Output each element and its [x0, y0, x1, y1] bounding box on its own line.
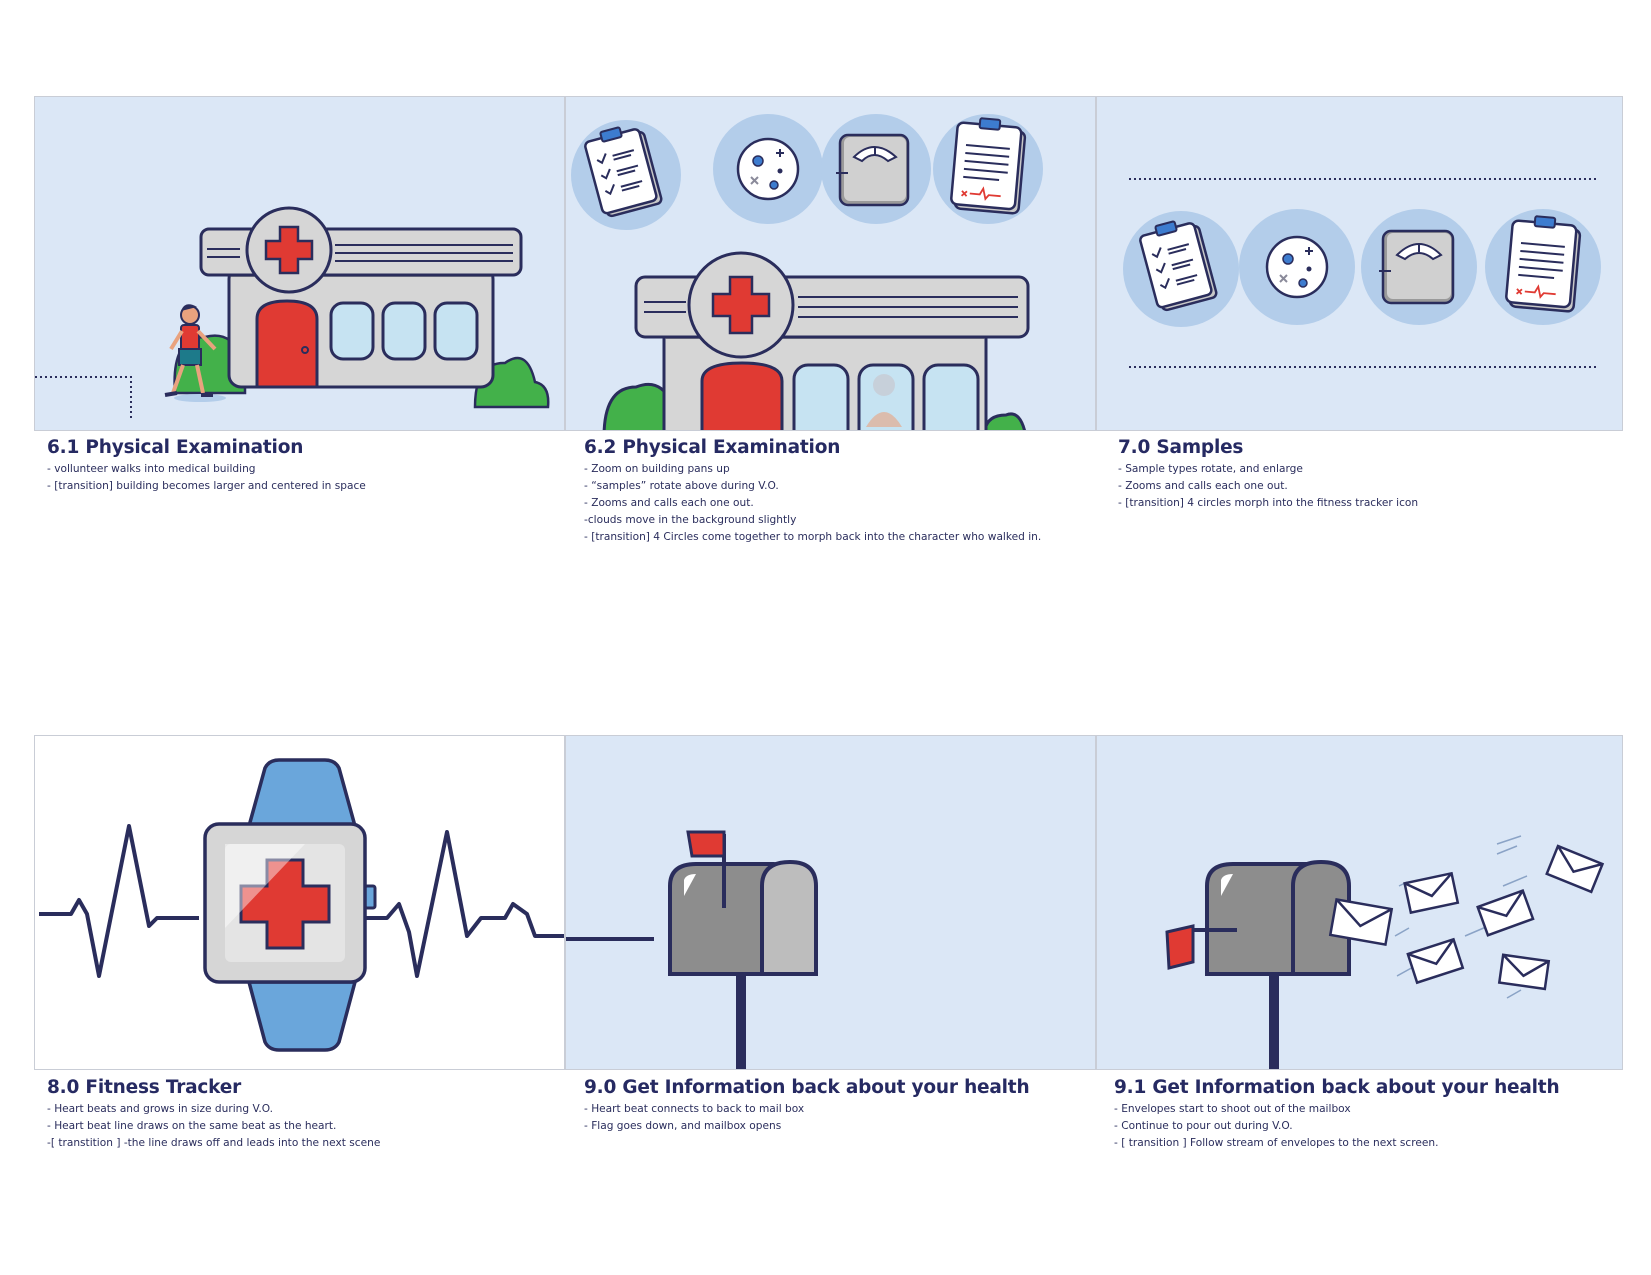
frame-title: 7.0 Samples	[1118, 437, 1244, 458]
envelope-icon	[1497, 953, 1551, 991]
note-item: - [transition] 4 Circles come together t…	[584, 531, 1042, 543]
frame-6-1-panel	[34, 96, 565, 431]
volunteer-character-icon	[164, 304, 226, 402]
frame-title: 9.1 Get Information back about your heal…	[1114, 1077, 1560, 1098]
clipboard-checklist-icon	[571, 120, 681, 230]
frame-9-1-caption: 9.1 Get Information back about your heal…	[1114, 1077, 1614, 1152]
frame-7-0-panel	[1096, 96, 1623, 431]
frame-7-0-caption: 7.0 Samples - Sample types rotate, and e…	[1118, 437, 1618, 512]
mailbox-icon	[668, 830, 818, 1069]
note-item: - Heart beats and grows in size during V…	[47, 1103, 273, 1115]
note-item: -clouds move in the background slightly	[584, 514, 797, 526]
frame-notes: - Zoom on building pans up - “samples” r…	[584, 461, 1084, 546]
note-item: - Heart beat connects to back to mail bo…	[584, 1103, 805, 1115]
frame-6-2-panel	[565, 96, 1096, 431]
fitness-tracker-icon	[203, 758, 377, 1052]
note-item: - [transition] 4 circles morph into the …	[1118, 497, 1419, 509]
note-item: -[ transtition ] -the line draws off and…	[47, 1137, 381, 1149]
envelope-icon	[1328, 897, 1394, 947]
envelope-icon	[1476, 889, 1535, 937]
frame-9-0-caption: 9.0 Get Information back about your heal…	[584, 1077, 1084, 1135]
note-item: - Flag goes down, and mailbox opens	[584, 1120, 782, 1132]
medical-report-icon	[1485, 209, 1601, 325]
mailbox-icon	[1165, 859, 1351, 1069]
medical-report-icon	[933, 114, 1043, 224]
frame-notes: - Envelopes start to shoot out of the ma…	[1114, 1101, 1614, 1152]
note-item: - Sample types rotate, and enlarge	[1118, 463, 1303, 475]
frame-title: 8.0 Fitness Tracker	[47, 1077, 242, 1098]
note-item: - Zoom on building pans up	[584, 463, 730, 475]
clipboard-checklist-icon	[1123, 211, 1239, 327]
weight-scale-icon	[821, 114, 931, 224]
frame-notes: - vollunteer walks into medical building…	[47, 461, 547, 495]
note-item: - Continue to pour out during V.O.	[1114, 1120, 1293, 1132]
frame-title: 6.2 Physical Examination	[584, 437, 841, 458]
envelope-icon	[1545, 844, 1605, 894]
note-item: - “samples” rotate above during V.O.	[584, 480, 779, 492]
frame-notes: - Heart beat connects to back to mail bo…	[584, 1101, 1084, 1135]
frame-8-0-caption: 8.0 Fitness Tracker - Heart beats and gr…	[47, 1077, 547, 1152]
note-item: - Zooms and calls each one out.	[584, 497, 754, 509]
note-item: - Heart beat line draws on the same beat…	[47, 1120, 337, 1132]
frame-6-2-caption: 6.2 Physical Examination - Zoom on build…	[584, 437, 1084, 546]
frame-title: 9.0 Get Information back about your heal…	[584, 1077, 1030, 1098]
heartbeat-line	[39, 824, 564, 978]
frame-6-1-caption: 6.1 Physical Examination - vollunteer wa…	[47, 437, 547, 495]
frame-9-0-panel	[565, 735, 1096, 1070]
note-item: - vollunteer walks into medical building	[47, 463, 256, 475]
petri-dish-icon	[1239, 209, 1355, 325]
frame-8-0-panel	[34, 735, 565, 1070]
frame-notes: - Heart beats and grows in size during V…	[47, 1101, 547, 1152]
note-item: - Envelopes start to shoot out of the ma…	[1114, 1103, 1351, 1115]
note-item: - [ transition ] Follow stream of envelo…	[1114, 1137, 1439, 1149]
note-item: - [transition] building becomes larger a…	[47, 480, 366, 492]
medical-building-icon	[199, 206, 523, 389]
petri-dish-icon	[713, 114, 823, 224]
frame-notes: - Sample types rotate, and enlarge - Zoo…	[1118, 461, 1618, 512]
envelope-icon	[1403, 871, 1460, 915]
walk-path-dotted-line	[35, 376, 132, 419]
envelope-icon	[1406, 937, 1465, 985]
note-item: - Zooms and calls each one out.	[1118, 480, 1288, 492]
weight-scale-icon	[1361, 209, 1477, 325]
envelope-stream	[1394, 835, 1528, 999]
frame-9-1-panel	[1096, 735, 1623, 1070]
frame-title: 6.1 Physical Examination	[47, 437, 304, 458]
medical-building-icon	[634, 251, 1030, 430]
